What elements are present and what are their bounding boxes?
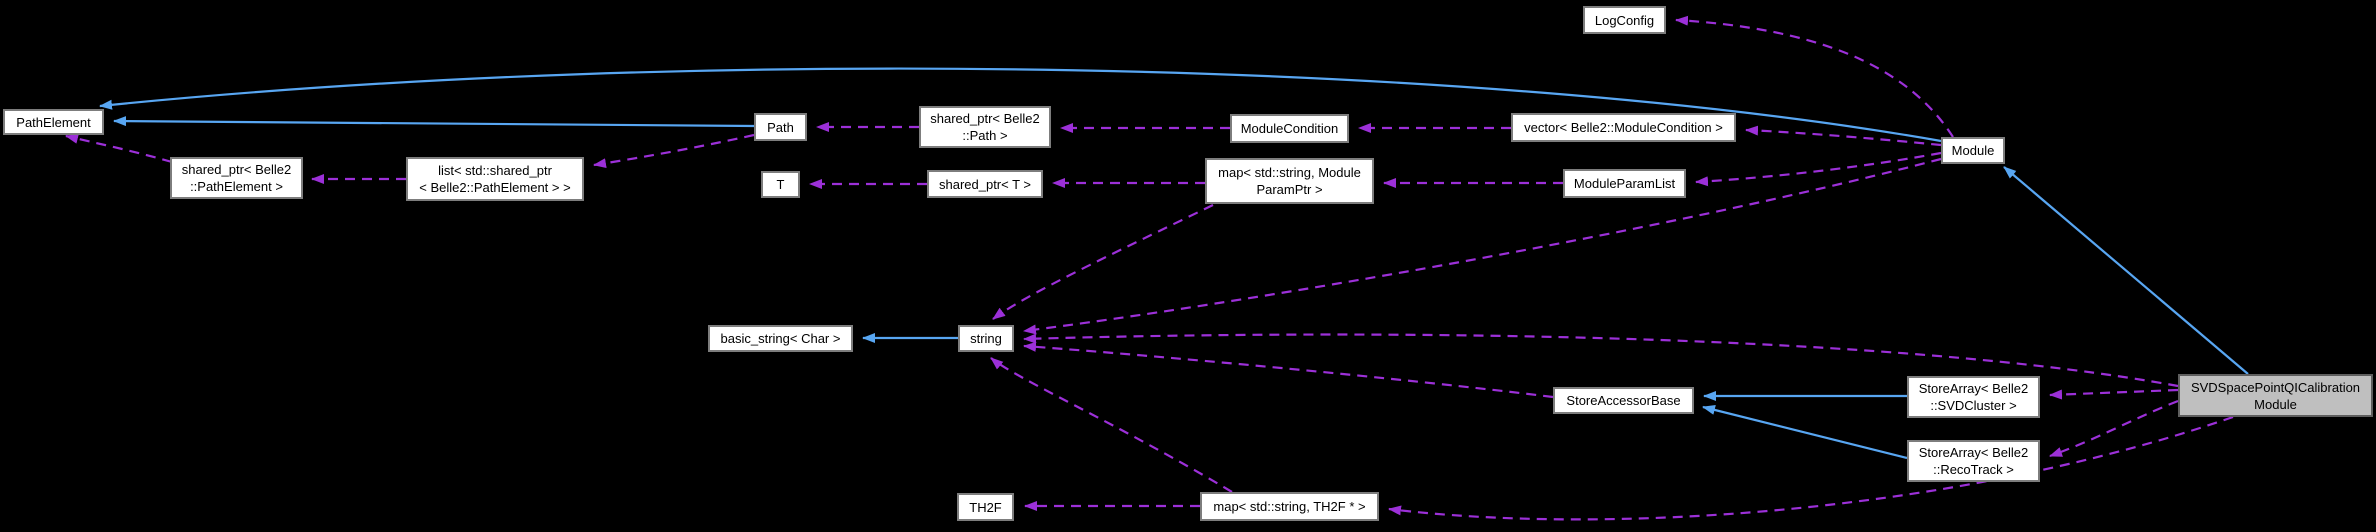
edge-storearray-recotrack-inherits-storeaccessorbase [1702, 405, 1908, 460]
node-moduleparamlist[interactable]: ModuleParamList [1563, 169, 1686, 198]
node-map-string-moduleparamptr[interactable]: map< std::string, Module ParamPtr > [1205, 158, 1374, 204]
node-label: shared_ptr< Belle2 [181, 162, 292, 177]
node-label: ParamPtr > [1256, 182, 1323, 197]
node-t[interactable]: T [761, 171, 800, 198]
node-storeaccessorbase[interactable]: StoreAccessorBase [1553, 387, 1694, 414]
node-module[interactable]: Module [1941, 137, 2005, 164]
node-label: TH2F [969, 499, 1002, 515]
node-basic-string-char[interactable]: basic_string< Char > [708, 325, 853, 352]
node-storearray-recotrack[interactable]: StoreArray< Belle2 ::RecoTrack > [1907, 440, 2040, 482]
node-shared-ptr-t[interactable]: shared_ptr< T > [927, 170, 1043, 198]
node-logconfig[interactable]: LogConfig [1583, 6, 1666, 34]
node-label: map< std::string, TH2F * > [1213, 499, 1366, 514]
edge-module-inherits-pathelement [99, 67, 1942, 143]
node-label: basic_string< Char > [720, 331, 841, 346]
edge-module-uses-string [1023, 157, 1942, 335]
edge-main-uses-mapth2f [1388, 415, 2234, 521]
edge-module-uses-logconfig [1675, 15, 1954, 138]
edge-main-uses-storearray-svdcluster [2049, 388, 2179, 400]
node-label: map< std::string, Module [1218, 165, 1361, 180]
node-label: vector< Belle2::ModuleCondition > [1524, 120, 1723, 135]
edge-mapmoduleparam-uses-string [992, 204, 1214, 320]
node-storearray-svdcluster[interactable]: StoreArray< Belle2 ::SVDCluster > [1907, 376, 2040, 418]
node-shared-ptr-pathelement[interactable]: shared_ptr< Belle2 ::PathElement > [170, 157, 303, 199]
edge-sptrpathelement-uses-pathelement [65, 133, 173, 164]
node-label: StoreAccessorBase [1566, 393, 1681, 408]
node-label: Path [767, 119, 794, 135]
node-label: list< std::shared_ptr [438, 163, 552, 178]
node-map-string-th2f[interactable]: map< std::string, TH2F * > [1200, 492, 1379, 521]
node-path[interactable]: Path [754, 113, 807, 141]
edge-mapth2f-uses-string [990, 357, 1233, 493]
node-label: shared_ptr< T > [938, 176, 1032, 192]
node-label: Module [2254, 396, 2297, 412]
node-vector-modulecondition[interactable]: vector< Belle2::ModuleCondition > [1511, 113, 1736, 142]
node-pathelement[interactable]: PathElement [3, 109, 104, 135]
node-string[interactable]: string [958, 325, 1014, 352]
node-th2f[interactable]: TH2F [957, 493, 1014, 521]
node-label: string [970, 331, 1002, 346]
node-label: StoreArray< Belle2 [1918, 381, 2029, 396]
node-label: Module [1951, 143, 1995, 158]
node-label: ::SVDCluster > [1930, 398, 2017, 413]
node-label: ::PathElement > [190, 179, 283, 194]
edge-module-uses-vector [1745, 125, 1942, 147]
node-label: PathElement [16, 114, 91, 130]
edge-main-inherits-module [2003, 166, 2249, 375]
node-label: SVDSpacePointQICalibration [2190, 379, 2361, 395]
node-label: < Belle2::PathElement > > [419, 180, 571, 195]
node-list-shared-ptr-pathelement[interactable]: list< std::shared_ptr < Belle2::PathElem… [406, 157, 584, 201]
node-label: shared_ptr< Belle2 [930, 111, 1040, 126]
edge-main-uses-string [1023, 333, 2179, 388]
node-shared-ptr-belle2-path[interactable]: shared_ptr< Belle2 ::Path > [919, 106, 1051, 148]
node-label: ::Path > [962, 128, 1008, 143]
node-label: StoreArray< Belle2 [1918, 445, 2029, 460]
node-svdspacepointqicalibrationmodule: SVDSpacePointQICalibration Module [2178, 374, 2373, 417]
node-modulecondition[interactable]: ModuleCondition [1230, 114, 1349, 143]
edge-path-inherits-pathelement [113, 116, 755, 128]
node-label: ::RecoTrack > [1933, 462, 2014, 477]
edge-path-uses-list [593, 133, 755, 169]
node-label: ModuleParamList [1573, 176, 1676, 191]
edge-storeaccessorbase-uses-string [1023, 341, 1554, 399]
node-label: T [776, 177, 785, 192]
node-label: LogConfig [1594, 12, 1655, 28]
node-label: ModuleCondition [1240, 121, 1339, 136]
edge-main-uses-storearray-recotrack [2049, 399, 2179, 458]
